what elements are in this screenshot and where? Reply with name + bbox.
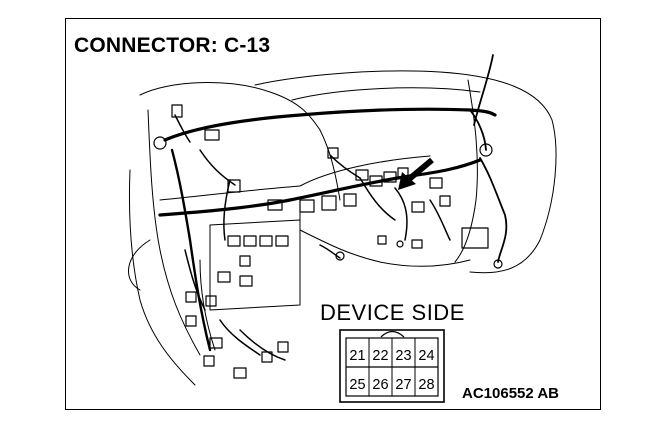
- pin-label: 23: [395, 348, 411, 364]
- pin-label: 26: [372, 377, 388, 393]
- device-side-label: DEVICE SIDE: [320, 300, 465, 325]
- pointer-arrow-icon: [398, 157, 434, 190]
- pin-label: 22: [372, 348, 388, 364]
- pin-label: 28: [418, 377, 434, 393]
- pin-label: 21: [349, 348, 365, 364]
- connector-title: CONNECTOR: C-13: [74, 34, 271, 57]
- connector-face: 21 22 23 24 25 26 27 28: [339, 329, 445, 403]
- figure-code: AC106552 AB: [462, 385, 559, 402]
- pin-label: 27: [395, 377, 411, 393]
- pin-label: 25: [349, 377, 365, 393]
- pin-label: 24: [418, 348, 434, 364]
